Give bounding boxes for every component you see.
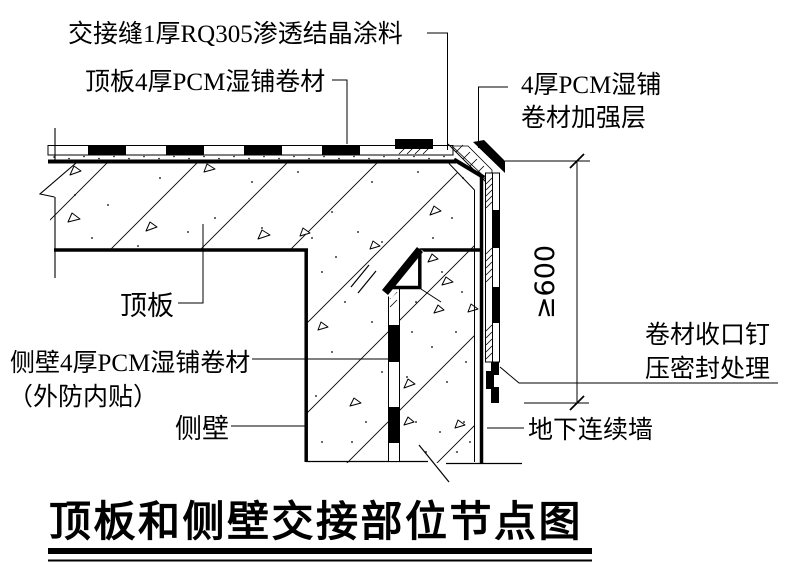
dimension-600 <box>505 153 590 411</box>
label-reinforcement-line2: 卷材加强层 <box>521 104 646 132</box>
labels: 交接缝1厚RQ305渗透结晶涂料 顶板4厚PCM湿铺卷材 4厚PCM湿铺 卷材加… <box>8 20 770 444</box>
label-top-slab: 顶板 <box>120 291 174 321</box>
bottom-break-line <box>306 444 522 483</box>
label-wall-membrane-line1: 侧壁4厚PCM湿铺卷材 <box>10 349 250 377</box>
left-break-line <box>38 128 77 278</box>
membrane-overlap-hatch <box>398 146 431 155</box>
leader-top-slab <box>178 224 204 304</box>
label-seal-line2: 压密封处理 <box>645 355 770 383</box>
label-side-wall: 侧壁 <box>175 414 229 444</box>
leader-reinforcement <box>478 86 508 148</box>
label-reinforcement-line1: 4厚PCM湿铺 <box>521 71 661 99</box>
label-diaphragm-wall: 地下连续墙 <box>528 416 653 444</box>
top-membrane-band <box>47 139 454 160</box>
right-membrane-band <box>485 172 500 403</box>
label-wall-membrane-line2: （外防内贴） <box>8 383 158 411</box>
leader-seal <box>499 366 778 384</box>
label-joint-coating: 交接缝1厚RQ305渗透结晶涂料 <box>68 20 403 48</box>
wall-membrane-strip <box>350 247 442 462</box>
concrete-dots <box>74 171 471 453</box>
title-text: 顶板和侧壁交接部位节点图 <box>49 499 583 546</box>
fillet-reinforcement-strip <box>382 247 423 295</box>
dimension-label: ≥600 <box>530 245 561 319</box>
speckle-row <box>53 155 445 160</box>
title-underline-thick <box>48 548 592 554</box>
leader-top-membrane <box>332 79 348 144</box>
label-top-membrane: 顶板4厚PCM湿铺卷材 <box>85 68 325 96</box>
label-seal-line1: 卷材收口钉 <box>645 321 770 349</box>
aggregate-symbols <box>67 163 479 429</box>
leader-lines <box>178 32 778 429</box>
leader-joint-coating <box>427 32 448 150</box>
structure-outlines <box>48 157 486 464</box>
drawing-title: 顶板和侧壁交接部位节点图 <box>48 499 592 562</box>
membrane-termination-seal <box>486 362 499 403</box>
